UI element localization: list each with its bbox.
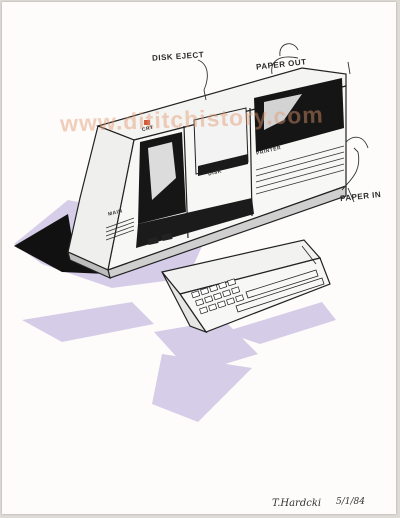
keyboard-keys xyxy=(191,278,245,315)
brand-badge xyxy=(144,120,150,125)
printer-hatching xyxy=(255,145,345,195)
sketch-paper: www.dititchistory.com DISK EJECT PAPER O… xyxy=(2,2,396,514)
disk-bay-shade xyxy=(198,154,248,176)
front-port-right xyxy=(161,233,173,241)
computer-sketch xyxy=(14,43,369,422)
signature-date: 5/1/84 xyxy=(336,497,365,507)
front-vents xyxy=(105,217,135,241)
artist-signature: T.Hardcki xyxy=(272,498,322,509)
printer-window xyxy=(254,78,344,152)
console-cast-shadow xyxy=(14,214,106,274)
crt-screen-glare xyxy=(148,142,176,200)
callout-leaders xyxy=(197,43,369,203)
printer-window-glare xyxy=(264,94,302,130)
keyboard-sketch xyxy=(160,239,331,334)
keyboard-slots xyxy=(235,245,325,313)
front-port-left xyxy=(147,237,159,245)
